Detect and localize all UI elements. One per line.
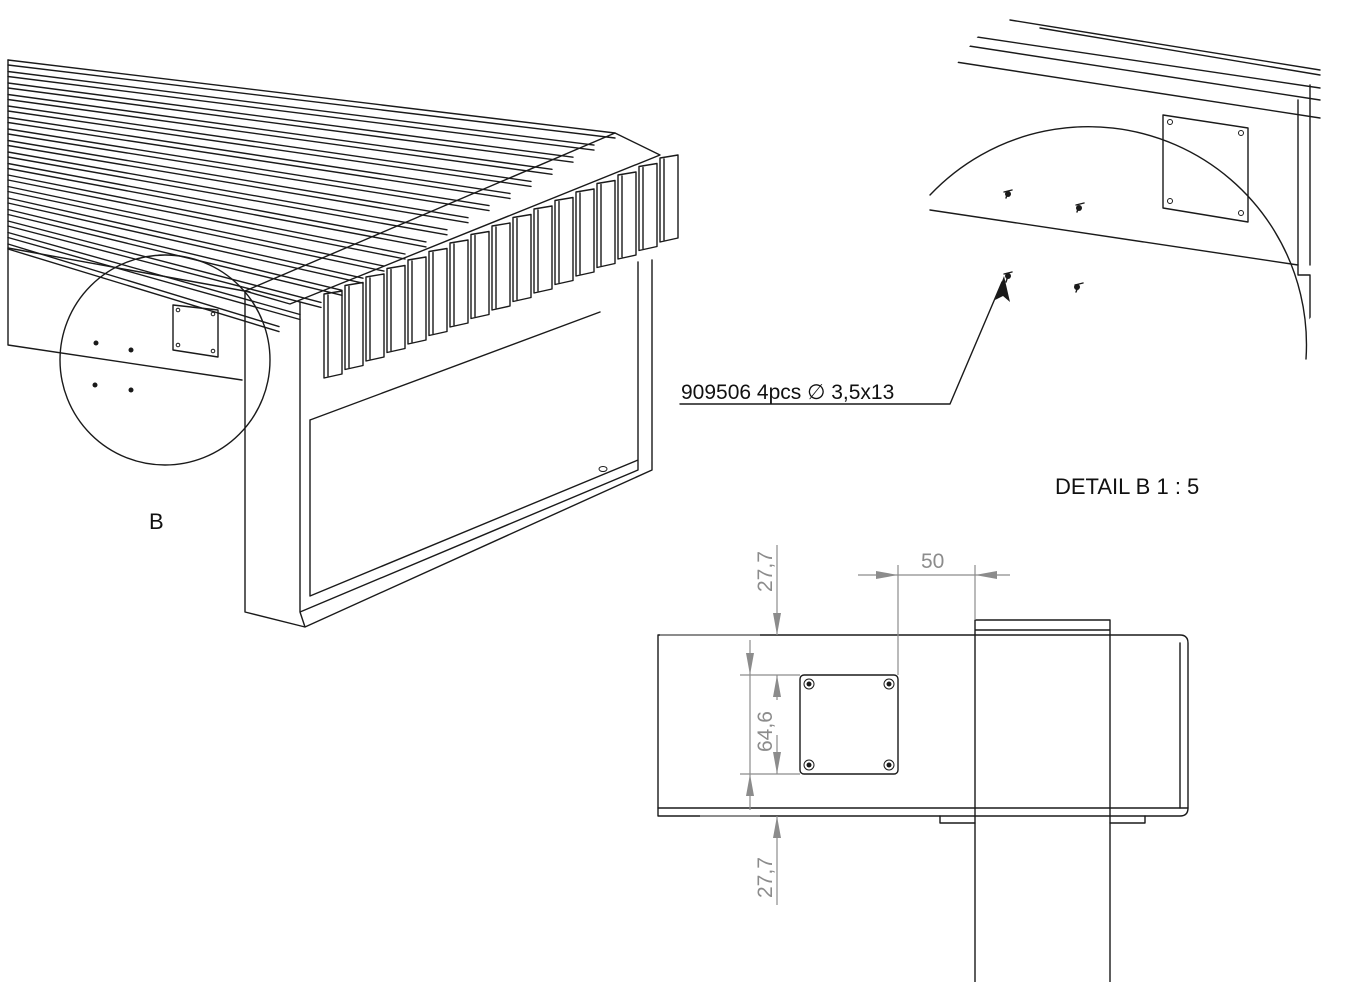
- slat-line: [7, 116, 511, 200]
- slat-end-block: [449, 239, 469, 328]
- bench-slats: [7, 59, 616, 333]
- frame-leg-section: [974, 619, 1111, 982]
- plate-screws: [803, 678, 895, 771]
- slat-end-block: [617, 171, 637, 260]
- slat-end-block: [365, 273, 385, 362]
- end-frame-leg: [244, 259, 653, 628]
- slat-line: [7, 220, 322, 309]
- slat-end-block: [386, 264, 406, 354]
- apron-mounting-plate: [172, 304, 219, 358]
- apron-screws: [92, 340, 134, 393]
- slat-line: [7, 128, 490, 212]
- slat-line: [7, 174, 406, 260]
- front-mounting-plate: [799, 674, 899, 775]
- slat-line: [7, 105, 532, 188]
- slat-end-block: [323, 290, 343, 379]
- detail-mounting-plate: [1162, 114, 1249, 223]
- detail-title: DETAIL B 1 : 5: [1055, 474, 1199, 499]
- detail-b-view: 909506 4pcs ∅ 3,5x13 DETAIL B 1 : 5: [679, 19, 1321, 499]
- slat-line: [7, 151, 448, 236]
- slat-line: [7, 231, 301, 321]
- slat-end-block: [554, 196, 574, 286]
- front-view: 50 27,7 64,6 27,7: [657, 545, 1189, 982]
- svg-text:50: 50: [921, 550, 944, 573]
- slat-line: [7, 70, 595, 151]
- slat-end-block: [596, 179, 616, 269]
- dim-bottom-27-7: 27,7: [754, 857, 777, 898]
- slat-end-block: [512, 213, 532, 303]
- slat-line: [7, 243, 280, 333]
- slat-end-block: [491, 222, 511, 311]
- bench-isometric-view: B: [7, 59, 679, 628]
- part-callout: 909506 4pcs ∅ 3,5x13: [681, 381, 894, 404]
- slat-end-block: [344, 281, 364, 371]
- slat-line: [7, 162, 427, 248]
- detail-b-arc: [929, 126, 1308, 360]
- slat-end-block: [575, 188, 595, 277]
- dim-top-27-7: 27,7: [754, 551, 777, 592]
- dimension-50: 50: [858, 550, 1010, 675]
- slat-end-block: [470, 230, 490, 320]
- slat-line: [7, 93, 553, 175]
- end-frame-top: [244, 132, 661, 305]
- slat-end-blocks: [323, 154, 679, 379]
- slat-end-block: [407, 256, 427, 345]
- slat-line: [7, 197, 364, 284]
- slat-line: [7, 139, 469, 224]
- slat-end-block: [428, 247, 448, 337]
- detail-b-marker: B: [149, 509, 164, 534]
- dim-plate-64-6: 64,6: [754, 711, 777, 752]
- detail-b-circle: [59, 254, 271, 466]
- slat-end-block: [533, 205, 553, 294]
- slat-end-block: [638, 162, 658, 252]
- slat-line: [7, 82, 574, 163]
- vertical-dimensions: 27,7 64,6 27,7: [660, 545, 800, 905]
- slat-end-block: [659, 154, 679, 243]
- slat-line: [7, 59, 616, 139]
- detail-screws: [1003, 189, 1085, 293]
